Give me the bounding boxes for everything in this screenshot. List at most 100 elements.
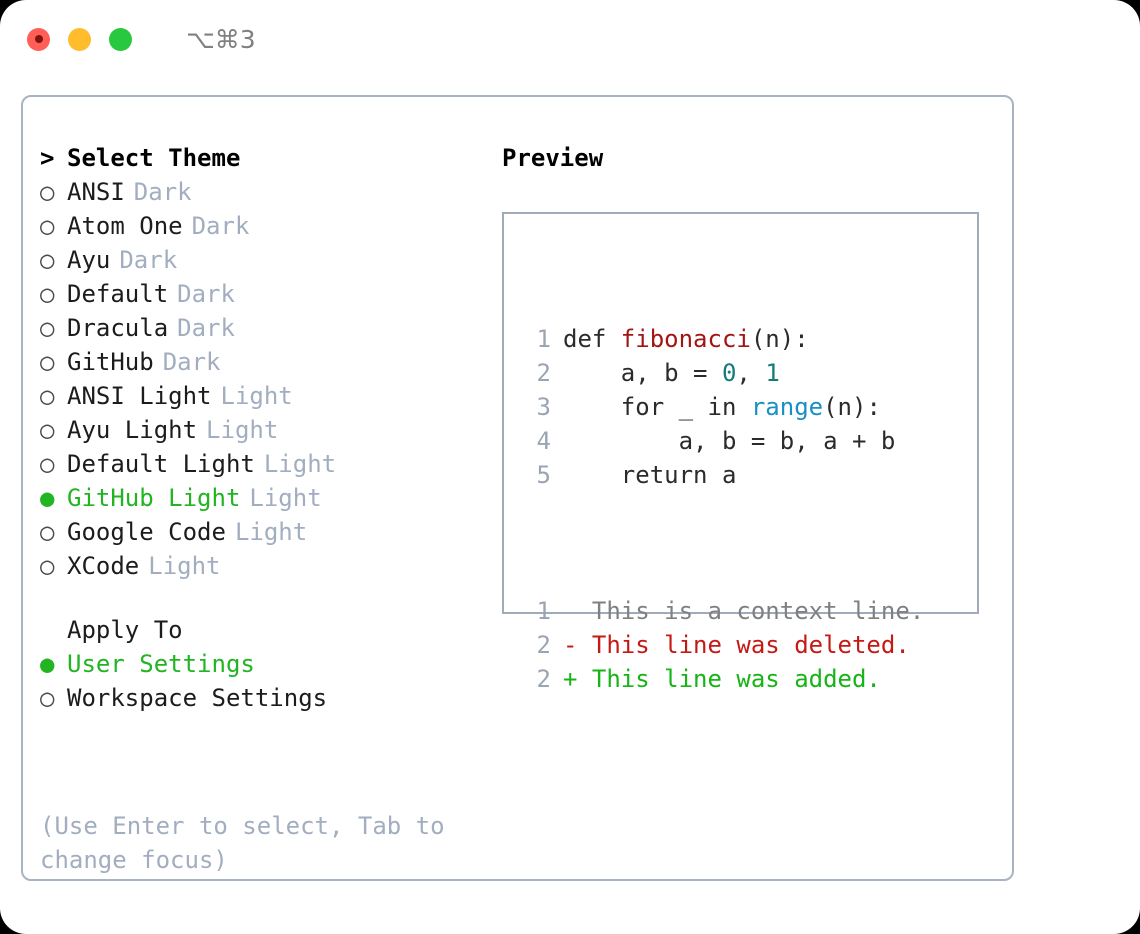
theme-option-variant: Light	[263, 450, 337, 478]
theme-option-7[interactable]: ○ Ayu Light Light	[40, 416, 500, 450]
close-button[interactable]	[27, 27, 50, 51]
code-token-call: range	[750, 393, 824, 421]
theme-option-variant: Light	[206, 416, 279, 444]
code-line-2: 2 a, b = 0, 1	[523, 356, 924, 390]
theme-option-label: GitHub Light	[67, 484, 241, 512]
apply-to-header-label: Apply To	[67, 616, 183, 644]
code-token-kw: for _ in	[563, 393, 751, 421]
code-token-plain: (n):	[750, 325, 809, 353]
code-line-source: a, b = 0, 1	[563, 356, 780, 390]
theme-option-variant: Dark	[119, 246, 178, 274]
theme-option-variant: Dark	[177, 314, 235, 342]
code-line-number: 1	[536, 325, 551, 353]
minimize-button[interactable]	[68, 27, 91, 51]
theme-option-variant: Dark	[162, 348, 221, 376]
radio-unselected-icon: ○	[40, 552, 55, 580]
apply-to-option-label: Workspace Settings	[67, 684, 328, 712]
code-line-number: 3	[536, 393, 551, 421]
theme-option-3[interactable]: ○ Default Dark	[40, 280, 500, 314]
apply-to-option-0[interactable]: ● User Settings	[40, 650, 500, 684]
radio-unselected-icon: ○	[40, 382, 55, 410]
theme-option-variant: Light	[234, 518, 308, 546]
radio-unselected-icon: ○	[40, 684, 55, 712]
theme-option-label: Default Light	[67, 450, 255, 478]
theme-option-variant: Dark	[133, 178, 192, 206]
code-line-4: 4 a, b = b, a + b	[523, 424, 924, 458]
theme-option-variant: Dark	[177, 280, 235, 308]
radio-selected-icon: ●	[40, 650, 55, 678]
traffic-lights	[27, 27, 132, 51]
theme-option-6[interactable]: ○ ANSI Light Light	[40, 382, 500, 416]
code-token-kw: return a	[563, 461, 737, 489]
spacer	[40, 586, 500, 616]
maximize-button[interactable]	[109, 27, 132, 51]
diff-line-0: 1 This is a context line.	[523, 594, 925, 628]
apply-to-marker-slot	[40, 616, 67, 644]
theme-option-2[interactable]: ○ Ayu Dark	[40, 246, 500, 280]
code-token-plain: (n):	[823, 393, 881, 421]
theme-option-variant: Light	[249, 484, 322, 512]
select-theme-header-label: Select Theme	[67, 144, 241, 172]
theme-option-1[interactable]: ○ Atom One Dark	[40, 212, 500, 246]
theme-option-label: Ayu Light	[67, 416, 198, 444]
code-line-source: def fibonacci(n):	[563, 322, 809, 356]
theme-option-label: Atom One	[67, 212, 183, 240]
code-token-plain: a, b =	[563, 359, 722, 387]
code-token-kw: def	[563, 325, 621, 353]
theme-option-label: Ayu	[67, 246, 111, 274]
title-bar: ⌥⌘3	[0, 0, 1140, 78]
diff-line-text-ctx: This is a context line.	[563, 597, 925, 625]
code-line-1: 1 def fibonacci(n):	[523, 322, 924, 356]
radio-selected-icon: ●	[40, 484, 55, 512]
theme-option-9[interactable]: ● GitHub Light Light	[40, 484, 500, 518]
radio-unselected-icon: ○	[40, 416, 55, 444]
theme-option-variant: Light	[148, 552, 221, 580]
caret-icon: >	[40, 144, 55, 172]
radio-unselected-icon: ○	[40, 280, 55, 308]
preview-title: Preview	[502, 144, 604, 172]
code-line-source: a, b = b, a + b	[563, 424, 896, 458]
theme-option-variant: Dark	[191, 212, 250, 240]
theme-option-label: ANSI Light	[67, 382, 212, 410]
apply-to-option-1[interactable]: ○ Workspace Settings	[40, 684, 500, 718]
theme-option-0[interactable]: ○ ANSI Dark	[40, 178, 500, 212]
theme-option-label: Google Code	[67, 518, 226, 546]
radio-unselected-icon: ○	[40, 246, 55, 274]
radio-unselected-icon: ○	[40, 518, 55, 546]
code-line-number: 5	[536, 461, 551, 489]
radio-unselected-icon: ○	[40, 348, 55, 376]
select-theme-header: > Select Theme	[40, 144, 500, 178]
apply-to-option-label: User Settings	[67, 650, 255, 678]
code-line-number: 4	[536, 427, 551, 455]
code-line-source: return a	[563, 458, 737, 492]
theme-option-label: Default	[67, 280, 169, 308]
diff-line-text-add: + This line was added.	[563, 665, 881, 693]
code-token-plain: a, b = b, a + b	[563, 427, 896, 455]
theme-option-11[interactable]: ○ XCode Light	[40, 552, 500, 586]
diff-line-number: 1	[536, 597, 551, 625]
theme-option-label: XCode	[67, 552, 140, 580]
theme-option-variant: Light	[220, 382, 293, 410]
diff-block: 1 This is a context line.2- This line wa…	[523, 594, 925, 696]
diff-line-number: 2	[536, 665, 551, 693]
radio-unselected-icon: ○	[40, 178, 55, 206]
code-line-number: 2	[536, 359, 551, 387]
theme-option-10[interactable]: ○ Google Code Light	[40, 518, 500, 552]
radio-unselected-icon: ○	[40, 212, 55, 240]
theme-option-label: ANSI	[67, 178, 125, 206]
keyboard-shortcut-label: ⌥⌘3	[186, 24, 256, 54]
code-token-num: 0	[721, 359, 737, 387]
theme-option-label: Dracula	[67, 314, 169, 342]
code-token-plain: ,	[736, 359, 766, 387]
apply-to-options-list: ● User Settings ○ Workspace Settings	[40, 650, 500, 718]
